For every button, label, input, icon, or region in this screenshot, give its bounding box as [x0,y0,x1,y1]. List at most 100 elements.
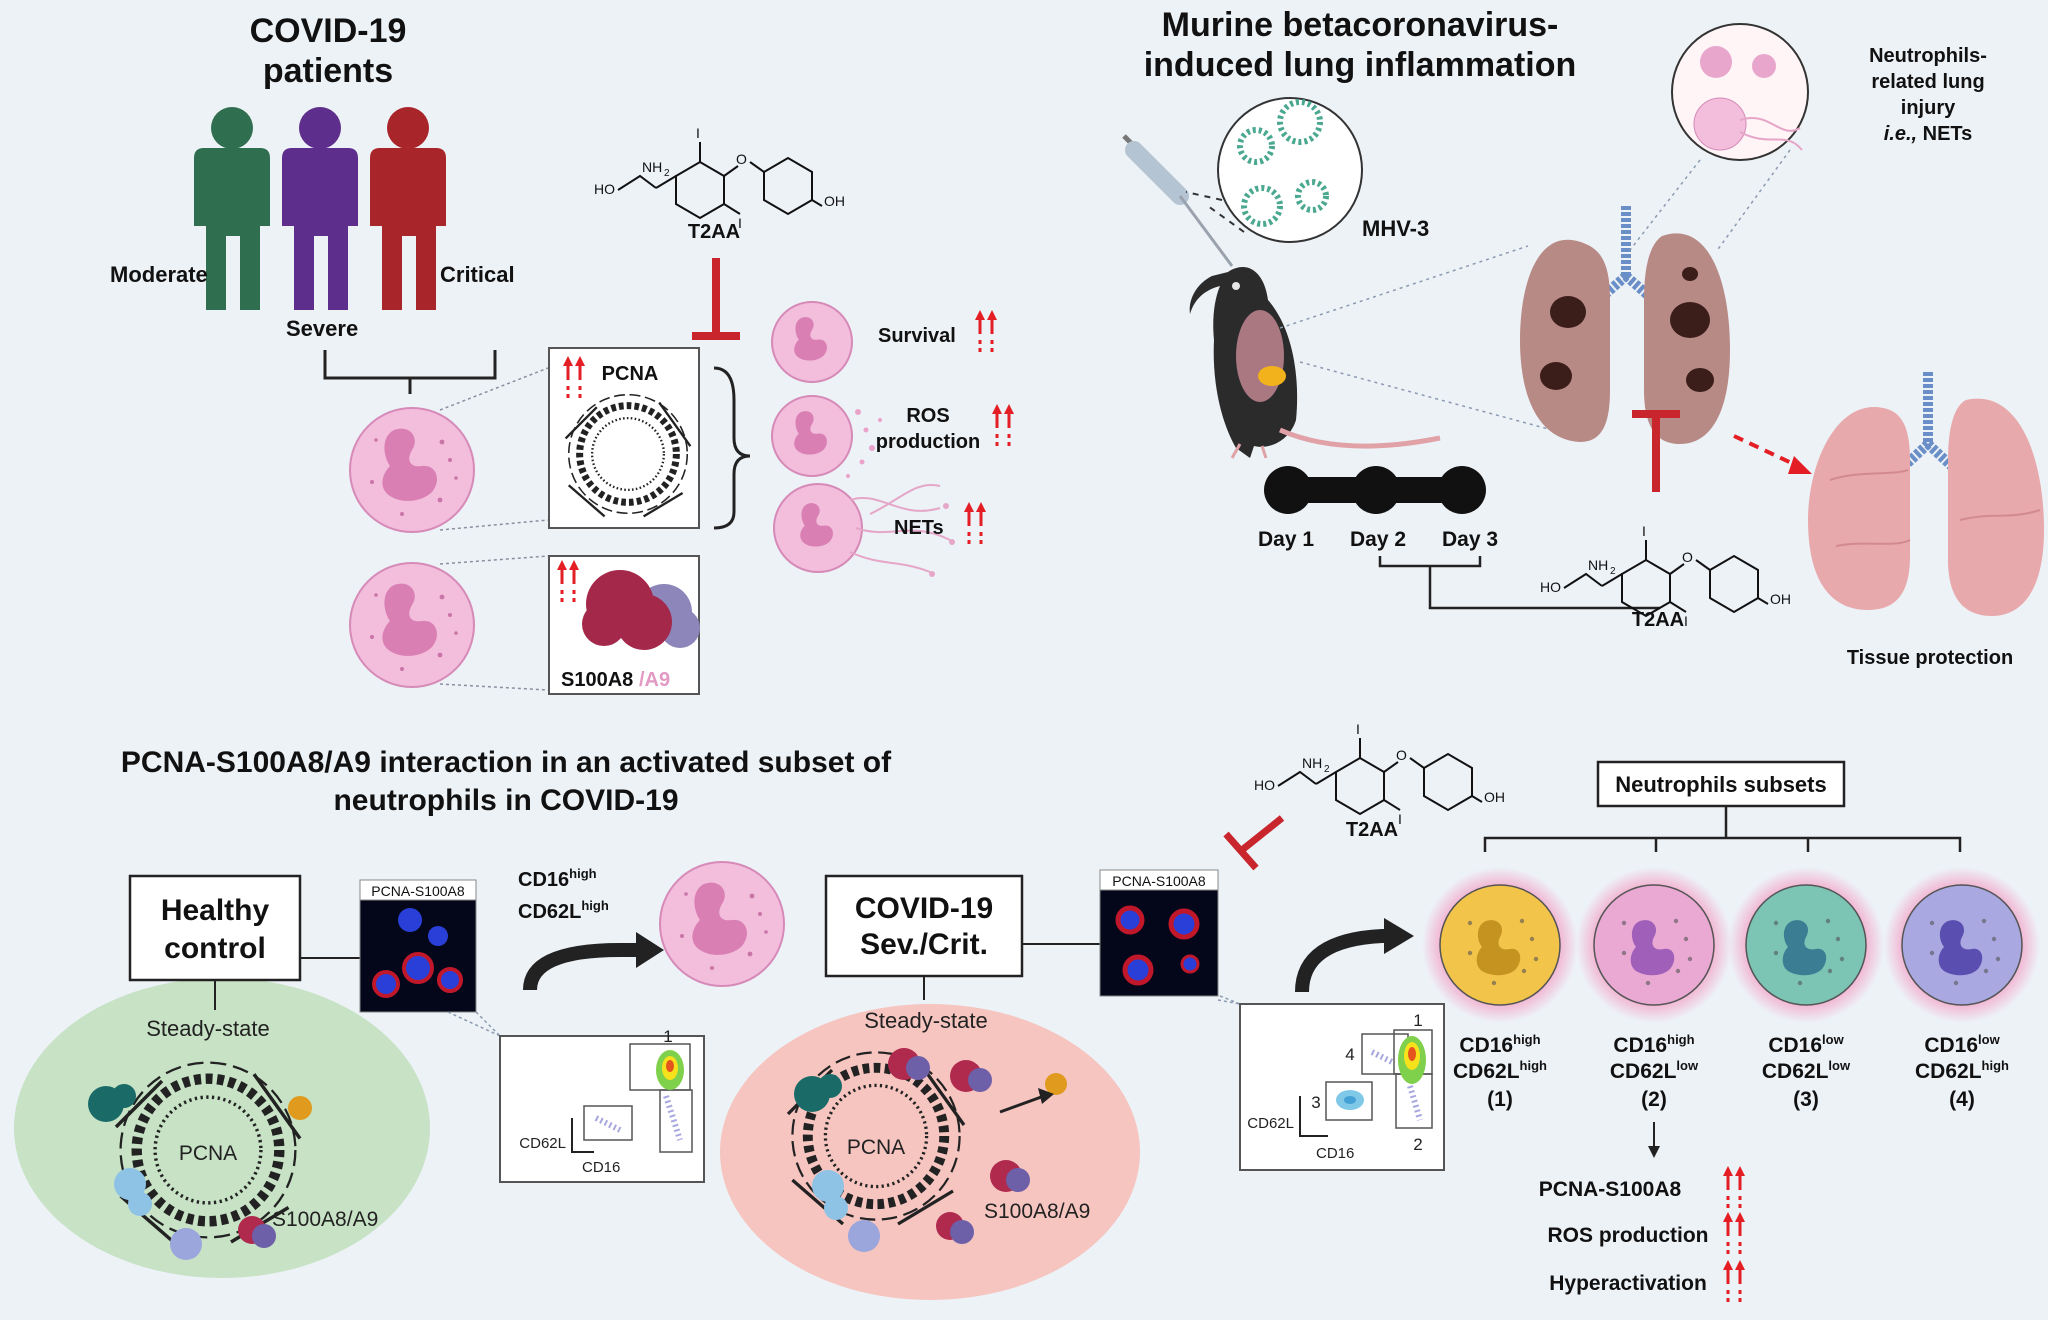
subset-cd62l-label-3: CD62Llow [1762,1058,1851,1083]
patients-title-line2: patients [263,52,393,90]
svg-text:HO: HO [1540,579,1561,595]
svg-text:I: I [1398,811,1402,827]
person-severe-icon [282,107,358,310]
curved-arrow-icon-2 [1295,918,1414,993]
covid-box-line1: COVID-19 [855,892,993,925]
covid-steady-state-ellipse [720,1004,1140,1300]
nets-zoom-icon [1629,23,1809,253]
subset-cell-3 [1728,867,1884,1023]
timeline-day3: Day 3 [1442,528,1498,551]
neutro-injury-line2: related lung [1871,71,1984,93]
subset-number-1: (1) [1487,1088,1513,1111]
healthy-s100-protein-icon [88,1084,312,1260]
effect-hyperactivation: Hyperactivation [1549,1272,1707,1295]
timeline-day2: Day 2 [1350,528,1406,551]
increase-arrows-icon-7 [1721,1210,1747,1258]
increase-arrows-icon-6 [1721,1164,1747,1212]
svg-text:O: O [1682,549,1693,565]
s100-protein-icon [582,570,700,650]
healthy-control-line1: Healthy [161,894,270,927]
t2aa-label-bottom: T2AA [1346,819,1398,841]
subset-cd16-label-3: CD16low [1768,1032,1844,1057]
svg-text:2: 2 [664,168,670,179]
interaction-title-line2: neutrophils in COVID-19 [333,784,678,817]
healthy-cd62l-label: CD62Lhigh [518,898,609,923]
healthy-gate1: 1 [663,1027,672,1046]
healthy-s100-label: S100A8/A9 [272,1208,378,1231]
covid-axis-y: CD62L [1247,1115,1294,1132]
timeline-day1: Day 1 [1258,528,1314,551]
svg-text:NH: NH [1588,557,1608,573]
svg-text:I: I [1642,523,1646,539]
subset-cd16-label-1: CD16high [1459,1032,1540,1057]
s100-box-label-a: S100A8 [561,669,633,691]
interaction-title-line1: PCNA-S100A8/A9 interaction in an activat… [121,746,892,779]
healthy-axis-x: CD16 [582,1159,620,1176]
mouse-icon [1189,267,1441,459]
healthy-axis-y: CD62L [519,1135,566,1152]
subset-cell-1 [1422,867,1578,1023]
tissue-protection-label: Tissue protection [1847,647,2013,669]
covid-micrograph [1099,869,1219,997]
svg-text:I: I [1684,613,1688,629]
subset-cd62l-label-1: CD62Lhigh [1453,1058,1547,1083]
svg-text:OH: OH [824,193,845,209]
increase-arrows-icon-8 [1721,1258,1747,1306]
outcome-nets: NETs [894,517,944,539]
patients-title-line1: COVID-19 [250,12,407,50]
murine-title-line2: induced lung inflammation [1144,46,1577,84]
covid-box [824,874,1024,978]
brace [713,366,751,530]
neutro-injury-line1: Neutrophils- [1869,45,1987,67]
subsets-title: Neutrophils subsets [1615,772,1826,797]
survival-cell-icon [771,301,853,383]
curved-arrow-icon [523,932,664,991]
increase-arrows-icon-3 [973,308,999,356]
subset-cd62l-label-2: CD62Llow [1610,1058,1699,1083]
ros-cell-icon [771,395,882,478]
healthy-steady-state-ellipse [14,978,430,1278]
subset-number-4: (4) [1949,1088,1975,1111]
covid-steady-state-label: Steady-state [864,1008,988,1033]
effect-ros-production: ROS production [1548,1224,1709,1247]
healthy-micrograph-label: PCNA-S100A8 [371,883,465,899]
svg-text:OH: OH [1484,789,1505,805]
neutro-injury-line3: injury [1901,97,1956,119]
covid-box-line2: Sev./Crit. [860,928,988,961]
effect-pcna-s100a8: PCNA-S100A8 [1539,1178,1682,1201]
virus-zoom-icon [1185,97,1363,243]
outcome-ros-line1: ROS [906,405,949,427]
person-critical-icon [370,107,446,310]
svg-text:I: I [1356,721,1360,737]
nets-cell-icon [773,483,955,577]
person-moderate-icon [194,107,270,310]
inhibition-symbol-icon [692,258,740,340]
svg-text:HO: HO [1254,777,1275,793]
covid-pcna-label: PCNA [847,1136,905,1159]
outcome-ros-line2: production [876,431,980,453]
svg-text:2: 2 [1324,764,1330,775]
svg-text:NH: NH [642,159,662,175]
covid-s100-label: S100A8/A9 [984,1200,1090,1223]
virus-label: MHV-3 [1362,216,1429,241]
neutro-injury-line4: i.e., NETs [1884,123,1973,145]
subsets-cells: CD16highCD62Lhigh(1)CD16highCD62Llow(2)C… [1422,867,2040,1111]
svg-text:O: O [736,151,747,167]
svg-text:NH: NH [1302,755,1322,771]
covid-axis-x: CD16 [1316,1145,1354,1162]
svg-text:OH: OH [1770,591,1791,607]
svg-text:HO: HO [594,181,615,197]
label-severe: Severe [286,316,358,341]
healthy-control-line2: control [164,932,266,965]
subsets-title-box [1596,760,1846,808]
healthy-steady-state-label: Steady-state [146,1016,270,1041]
timeline-bar [1264,466,1486,514]
subset-cell-4 [1884,867,2040,1023]
inhibition-symbol-icon-2 [1632,410,1680,492]
covid-gate4: 4 [1345,1045,1354,1064]
murine-title-line1: Murine betacoronavirus- [1162,6,1559,44]
neutrophil-cell-icon [350,408,474,532]
syringe-icon [1122,134,1234,267]
healthy-neutrophil-icon [660,862,784,986]
